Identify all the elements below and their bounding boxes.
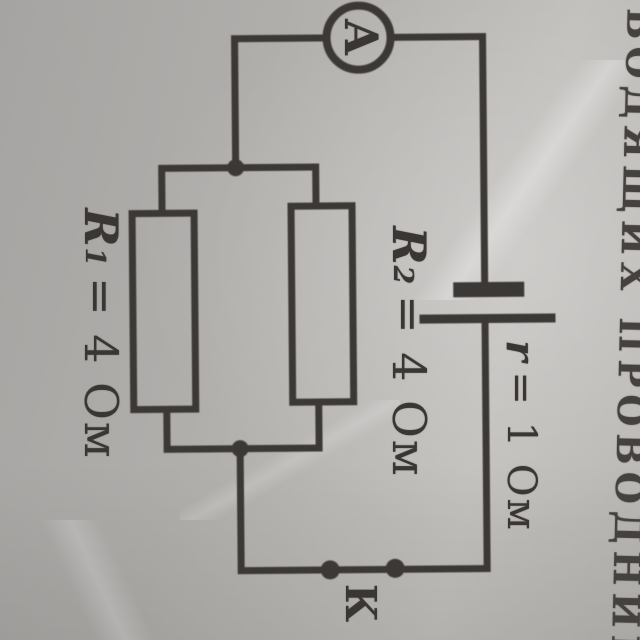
resistor2-value: = 4 Ом: [382, 295, 436, 478]
ammeter-icon: [322, 1, 395, 74]
resistor1-symbol: R: [74, 208, 128, 247]
switch-contact-right: [385, 558, 405, 578]
switch-label: К: [336, 579, 386, 627]
ammeter-label: A: [334, 12, 388, 62]
switch-letter: К: [336, 583, 386, 623]
wire-top-right: [387, 33, 489, 286]
resistor1-value: = 4 Ом: [74, 277, 128, 460]
resistor1-subscript: 1: [79, 247, 110, 267]
resistor1-box: [128, 209, 200, 414]
ammeter-letter: A: [334, 19, 388, 55]
resistor2-symbol: R: [382, 226, 436, 265]
battery-value: = 1 Ом: [498, 371, 544, 532]
junction-dot-bottom: [231, 440, 249, 458]
switch-contact-left: [320, 560, 340, 580]
resistor2-subscript: 2: [387, 265, 418, 285]
wire-top-left: [231, 34, 331, 171]
resistor2-box: [287, 202, 358, 406]
battery-internal-resistance-label: r = 1 Ом: [496, 336, 546, 536]
wire-bottom: [236, 320, 491, 575]
battery-symbol: r: [497, 340, 545, 362]
battery-long-plate: [419, 313, 556, 324]
junction-dot-top: [227, 159, 245, 177]
